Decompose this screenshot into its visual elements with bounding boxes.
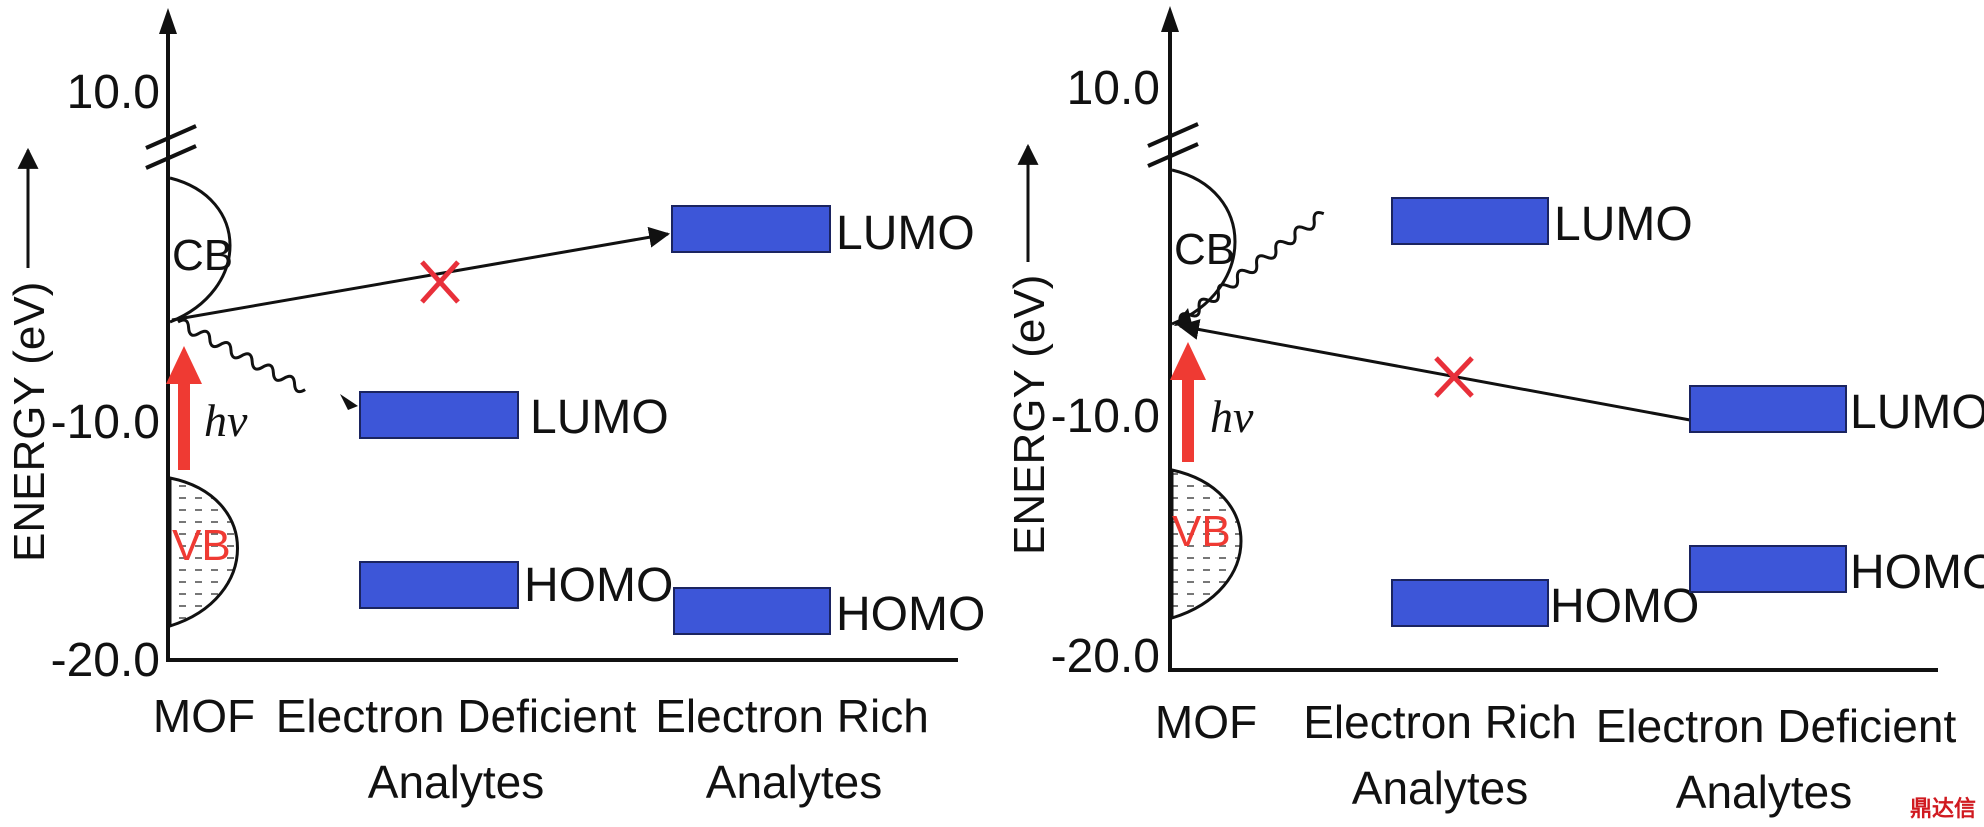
left-category-rich-line2: Analytes (706, 756, 882, 808)
right-axis-break-2 (1147, 142, 1199, 168)
left-rich-homo-bar (673, 587, 831, 635)
right-deficient-homo-label: HOMO (1850, 546, 1984, 599)
right-rich-homo-label: HOMO (1550, 580, 1699, 633)
left-excitation-arrowhead (166, 346, 202, 384)
right-wavy-transfer-arrowhead (1174, 308, 1192, 326)
right-tick-minus20: -20.0 (1051, 630, 1160, 683)
left-vb-band (168, 476, 239, 629)
right-wavy-transfer-arrow (1178, 210, 1325, 323)
right-excitation-arrowhead (1170, 342, 1206, 380)
left-wavy-transfer-arrowhead (340, 394, 358, 410)
right-y-label: ENERGY (eV) (1005, 275, 1054, 555)
left-cb-band (169, 176, 232, 324)
left-axis-break-1 (145, 124, 197, 150)
left-rich-lumo-label: LUMO (836, 207, 975, 260)
left-tick-minus20: -20.0 (51, 634, 160, 687)
right-rich-lumo-bar (1391, 197, 1549, 245)
left-axis-break-2 (145, 144, 197, 170)
left-cb-label: CB (172, 231, 233, 280)
left-panel: 10.0 -10.0 -20.0 ENERGY (eV) CB VB hν LU… (5, 8, 985, 808)
left-rich-lumo-bar (671, 205, 831, 253)
left-category-deficient-line1: Electron Deficient (276, 690, 637, 742)
left-hv-label: hν (204, 395, 248, 446)
left-y-label: ENERGY (eV) (5, 282, 54, 562)
left-category-rich-line1: Electron Rich (655, 690, 929, 742)
left-deficient-homo-bar (359, 561, 519, 609)
left-blocked-transfer-arrow (171, 226, 671, 322)
left-category-deficient-line2: Analytes (368, 756, 544, 808)
left-blocked-mark (420, 260, 460, 304)
left-tick-minus10: -10.0 (51, 396, 160, 449)
right-tick-10: 10.0 (1067, 62, 1160, 115)
right-y-axis-arrowhead (1161, 6, 1179, 32)
left-category-mof: MOF (153, 690, 255, 742)
left-deficient-homo-label: HOMO (524, 559, 673, 612)
right-deficient-lumo-bar (1689, 385, 1847, 433)
left-deficient-lumo-bar (359, 391, 519, 439)
right-blocked-transfer-arrow (1177, 319, 1691, 422)
right-hv-label: hν (1210, 391, 1254, 442)
right-tick-minus10: -10.0 (1051, 390, 1160, 443)
left-tick-10: 10.0 (67, 66, 160, 119)
right-category-deficient-line2: Analytes (1676, 766, 1852, 818)
left-vb-label: VB (172, 521, 231, 570)
right-deficient-lumo-label: LUMO (1850, 386, 1984, 439)
right-category-rich-line2: Analytes (1352, 762, 1528, 814)
right-category-rich-line1: Electron Rich (1303, 696, 1577, 748)
right-vb-band (1170, 468, 1243, 621)
right-blocked-mark (1434, 356, 1474, 398)
right-rich-lumo-label: LUMO (1554, 198, 1693, 251)
right-vb-label: VB (1172, 507, 1231, 556)
right-panel: 10.0 -10.0 -20.0 ENERGY (eV) CB VB hν LU… (1005, 6, 1984, 818)
left-y-axis-arrowhead (159, 8, 177, 34)
left-wavy-transfer-arrow (177, 318, 306, 394)
right-axis-break-1 (1147, 122, 1199, 148)
left-deficient-lumo-label: LUMO (530, 391, 669, 444)
right-category-deficient-line1: Electron Deficient (1596, 700, 1957, 752)
right-category-mof: MOF (1155, 696, 1257, 748)
right-cb-label: CB (1174, 225, 1235, 274)
left-rich-homo-label: HOMO (836, 588, 985, 641)
right-deficient-homo-bar (1689, 545, 1847, 593)
right-rich-homo-bar (1391, 579, 1549, 627)
watermark-logo: 鼎达信 (1909, 797, 1976, 822)
